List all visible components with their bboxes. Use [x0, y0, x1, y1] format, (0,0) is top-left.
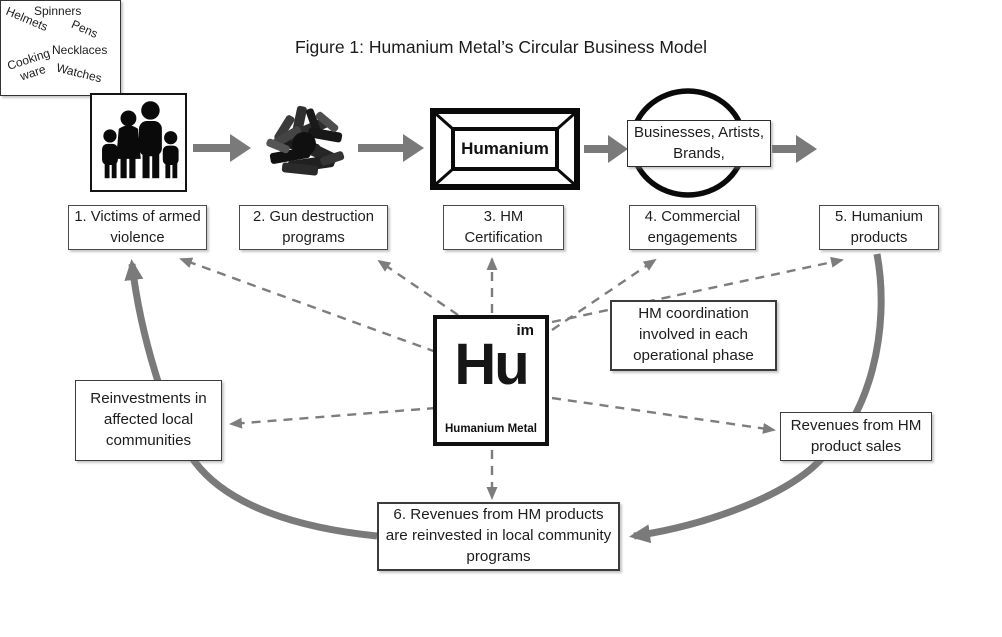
figure-title: Figure 1: Humanium Metal’s Circular Busi…: [294, 37, 708, 57]
flow-arrow-stage4-to-5: [772, 135, 817, 163]
stage6-box: 6. Revenues from HM products are reinves…: [377, 502, 620, 571]
scrap-metal-pile-icon: [258, 98, 350, 190]
dashed-arrow-to-stage5: [551, 256, 844, 324]
dashed-arrow-to-stage2: [377, 259, 459, 316]
commercial-engagements-badge: Businesses, Artists, Brands,: [627, 120, 771, 167]
logo-symbol: Hu: [454, 332, 529, 397]
flow-arrow-stage3-to-4: [584, 135, 628, 163]
ingot-brand-text: Humanium: [461, 139, 549, 158]
humanium-metal-logo: im Hu Humanium Metal: [433, 315, 549, 446]
humanium-ingot-icon: Humanium: [430, 108, 580, 190]
stage-label-gun-destruction: 2. Gun destruction programs: [239, 205, 388, 250]
curve-arrow-products-to-stage6: [629, 253, 885, 544]
stage-label-commercial-engagements: 4. Commercial engagements: [629, 205, 756, 250]
dashed-arrow-to-revenues: [551, 396, 776, 434]
revenues-box: Revenues from HM product sales: [780, 412, 932, 461]
curve-arrow-stage6-to-victims: [124, 259, 378, 540]
product-word-spinners: Spinners: [34, 4, 82, 18]
family-silhouettes-icon: [101, 100, 179, 178]
flow-arrow-stage1-to-2: [193, 134, 251, 162]
stage-label-victims: 1. Victims of armed violence: [68, 205, 207, 250]
dashed-arrow-to-reinvestments: [229, 406, 437, 429]
products-wordcloud: Spinners Helmets Pens Necklaces Cooking …: [0, 0, 121, 96]
reinvestments-box: Reinvestments in affected local communit…: [75, 380, 222, 461]
logo-superscript: im: [516, 322, 534, 339]
dashed-arrow-to-stage1: [179, 257, 437, 354]
stage-label-hm-certification: 3. HM Certification: [443, 205, 564, 250]
stage-label-humanium-products: 5. Humanium products: [819, 205, 939, 250]
logo-caption: Humanium Metal: [444, 423, 537, 435]
product-word-necklaces: Necklaces: [52, 43, 108, 57]
family-icon: [90, 93, 187, 192]
flow-arrow-stage2-to-3: [358, 134, 424, 162]
coordination-note-box: HM coordination involved in each operati…: [610, 300, 777, 371]
